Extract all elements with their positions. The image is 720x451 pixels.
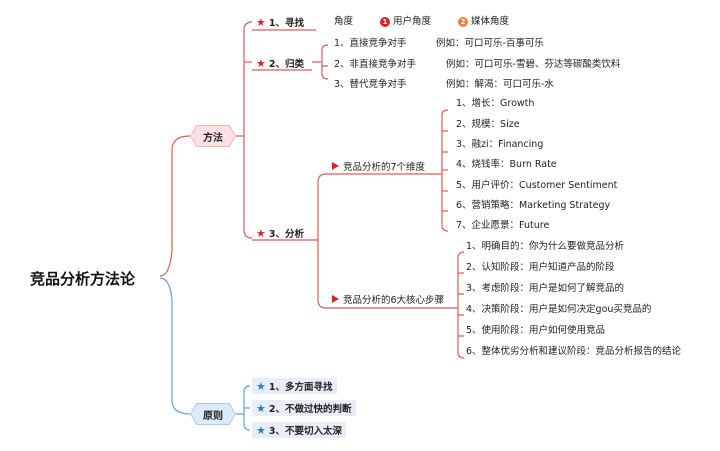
dimension-item: 4、烧钱率：Burn Rate — [456, 159, 557, 170]
flag-icon — [332, 295, 339, 303]
methods-node[interactable]: 方法 — [190, 125, 236, 147]
principle-label: 3、不要切入太深 — [268, 426, 342, 437]
dimension-item: 1、增长：Growth — [456, 98, 535, 109]
media-angle-label: 媒体角度 — [471, 16, 510, 27]
step-item: 5、使用阶段：用户如何使用竞品 — [466, 325, 606, 336]
classify-node[interactable]: ★ 2、归类 — [256, 56, 304, 71]
find-node[interactable]: ★ 1、寻找 — [256, 15, 304, 30]
dimension-item: 7、企业愿景：Future — [456, 220, 550, 231]
star-icon: ★ — [256, 401, 266, 415]
star-icon: ★ — [256, 226, 266, 240]
step-item: 6、整体优劣分析和建议阶段：竞品分析报告的结论 — [466, 346, 682, 357]
user-angle-label: 用户角度 — [393, 16, 432, 27]
dimensions-node[interactable]: 竞品分析的7个维度 — [332, 159, 425, 173]
flag-icon — [332, 162, 339, 170]
dimension-item: 5、用户评价：Customer Sentiment — [456, 180, 618, 191]
principle-item[interactable]: ★ 2、不做过快的判断 — [252, 400, 356, 416]
step-item: 2、认知阶段：用户知道产品的阶段 — [466, 262, 615, 273]
star-icon: ★ — [256, 15, 266, 29]
step-item: 4、决策阶段：用户是如何决定gou买竞品的 — [466, 304, 652, 315]
dimension-item: 2、规模：Size — [456, 119, 520, 130]
number-1-icon: 1 — [380, 17, 390, 27]
dimensions-label: 竞品分析的7个维度 — [343, 162, 426, 173]
direct-competitor: 1、直接竞争对手 — [334, 38, 407, 49]
principle-item[interactable]: ★ 1、多方面寻找 — [252, 378, 337, 394]
dimension-item: 3、融zi：Financing — [456, 139, 544, 150]
indirect-competitor: 2、非直接竞争对手 — [334, 59, 417, 70]
user-angle-item: 1 用户角度 — [380, 16, 431, 28]
substitute-competitor-example: 例如：解渴：可口可乐-水 — [446, 79, 554, 90]
indirect-competitor-example: 例如：可口可乐-雪碧、芬达等碳酸类饮料 — [446, 59, 621, 70]
classify-label: 2、归类 — [268, 59, 304, 70]
find-label: 1、寻找 — [268, 18, 304, 29]
root-title: 竞品分析方法论 — [30, 270, 136, 288]
star-icon: ★ — [256, 379, 266, 393]
steps-node[interactable]: 竞品分析的6大核心步骤 — [332, 292, 444, 306]
principles-node[interactable]: 原则 — [190, 403, 236, 425]
star-icon: ★ — [256, 423, 266, 437]
step-item: 3、考虑阶段：用户是如何了解竞品的 — [466, 283, 625, 294]
star-icon: ★ — [256, 56, 266, 70]
principle-label: 2、不做过快的判断 — [268, 404, 352, 415]
principle-item[interactable]: ★ 3、不要切入太深 — [252, 422, 346, 438]
angle-label: 角度 — [334, 16, 354, 27]
media-angle-item: 2 媒体角度 — [458, 16, 509, 28]
principle-label: 1、多方面寻找 — [268, 382, 333, 393]
step-item: 1、明确目的：你为什么要做竞品分析 — [466, 241, 625, 252]
principles-label: 原则 — [203, 410, 223, 422]
substitute-competitor: 3、替代竞争对手 — [334, 79, 407, 90]
analyze-label: 3、分析 — [268, 229, 304, 240]
steps-label: 竞品分析的6大核心步骤 — [343, 295, 445, 306]
direct-competitor-example: 例如：可口可乐-百事可乐 — [436, 38, 544, 49]
analyze-node[interactable]: ★ 3、分析 — [256, 226, 304, 241]
number-2-icon: 2 — [458, 17, 468, 27]
methods-label: 方法 — [203, 132, 223, 144]
dimension-item: 6、营销策略：Marketing Strategy — [456, 200, 611, 211]
